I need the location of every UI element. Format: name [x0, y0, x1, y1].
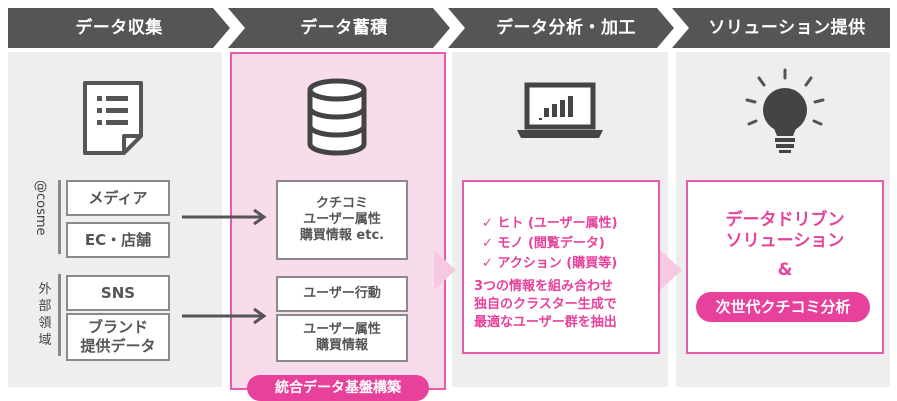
- document-list-icon: [83, 81, 143, 155]
- header-step-solution: ソリューション提供: [672, 8, 890, 48]
- header-step-accumulation: データ蓄積: [228, 8, 450, 48]
- analysis-box: ✓ ヒト (ユーザー属性) ✓ モノ (閲覧データ) ✓ アクション (購買等)…: [462, 180, 660, 354]
- external-label: 外部領域: [38, 282, 52, 348]
- next-gen-review-analysis-badge: 次世代クチコミ分析: [696, 292, 870, 322]
- brand-data-box: ブランド 提供データ: [66, 313, 170, 361]
- arrow-right-icon: [182, 307, 267, 325]
- analysis-item: ✓ モノ (閲覧データ): [482, 236, 605, 251]
- analysis-description: 3つの情報を組み合わせ 独自のクラスター生成で 最適なユーザー群を抽出: [474, 279, 617, 330]
- chevron-right-icon: [434, 250, 456, 290]
- header-label: データ蓄積: [300, 18, 388, 38]
- media-box: メディア: [66, 180, 170, 216]
- solution-ampersand: &: [777, 260, 793, 280]
- arrow-right-icon: [182, 208, 267, 226]
- solution-title: データドリブン ソリューション: [725, 210, 845, 251]
- header-label: データ収集: [75, 18, 163, 38]
- cosme-label: @cosme: [33, 180, 48, 236]
- sns-box: SNS: [66, 275, 170, 311]
- user-behavior-box: ユーザー行動: [276, 276, 408, 312]
- solution-box: データドリブン ソリューション &: [686, 180, 884, 354]
- analysis-item: ✓ ヒト (ユーザー属性): [482, 216, 618, 231]
- review-attribute-purchase-box: クチコミ ユーザー属性 購買情報 etc.: [276, 180, 408, 260]
- lightbulb-icon: [745, 68, 825, 153]
- header-label: データ分析・加工: [496, 18, 636, 38]
- analysis-item: ✓ アクション (購買等): [482, 256, 618, 271]
- chevron-right-icon: [660, 250, 682, 290]
- header-step-analysis: データ分析・加工: [448, 8, 674, 48]
- integrated-data-platform-badge: 統合データ基盤構築: [247, 375, 429, 401]
- database-icon: [307, 78, 367, 156]
- external-bracket: [58, 274, 61, 356]
- header-label: ソリューション提供: [708, 18, 866, 38]
- cosme-bracket: [58, 180, 61, 254]
- ec-store-box: EC・店舗: [66, 222, 170, 258]
- header-step-collection: データ収集: [8, 8, 230, 48]
- laptop-chart-icon: [517, 82, 603, 138]
- user-attribute-purchase-box: ユーザー属性 購買情報: [276, 314, 408, 362]
